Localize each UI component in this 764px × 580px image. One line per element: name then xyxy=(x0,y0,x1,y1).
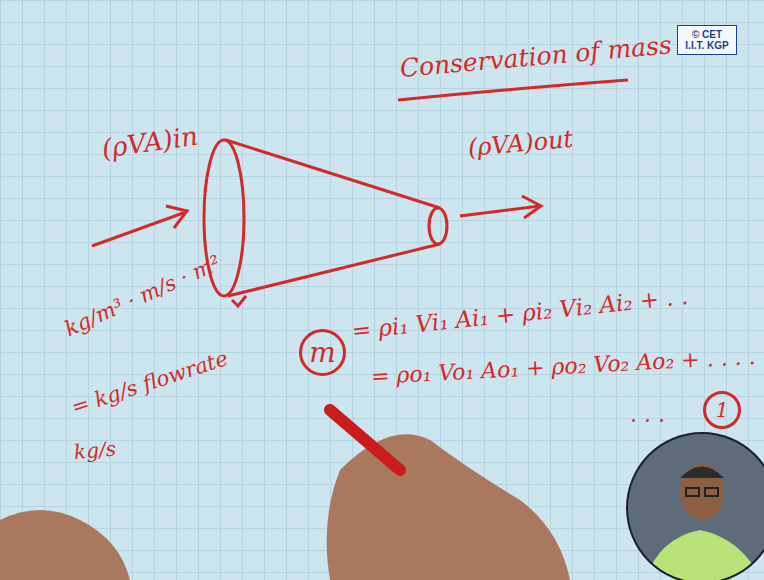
outlet-arrow xyxy=(460,196,541,218)
outlet-flux: (ρVA)out xyxy=(467,125,574,162)
node-text: m xyxy=(309,336,336,369)
video-inset xyxy=(620,430,764,580)
inlet-arrow xyxy=(92,206,187,246)
inlet-flux: (ρVA)in xyxy=(100,121,200,164)
equation-number: 1 xyxy=(703,391,741,429)
outlet-sum: = ρo₁ Vo₁ Ao₁ + ρo₂ Vo₂ Ao₂ + . . . . xyxy=(370,344,756,389)
logo-box: © CET I.I.T. KGP xyxy=(677,25,737,55)
continuation-dots: . . . xyxy=(630,402,665,427)
circled-symbol: m xyxy=(299,329,346,376)
presenter-hands xyxy=(0,410,570,580)
inlet-sum: = ρi₁ Vi₁ Ai₁ + ρi₂ Vi₂ Ai₂ + . . xyxy=(351,283,690,344)
struck-unit: kg/s xyxy=(73,436,117,464)
underline xyxy=(398,80,628,100)
node-text: © CET I.I.T. KGP xyxy=(682,29,732,51)
unit-result: = kg/s flowrate xyxy=(68,346,230,419)
unit-product: kg/m³ · m/s · m² xyxy=(61,251,224,341)
slide-title: Conservation of mass xyxy=(399,30,673,83)
nozzle xyxy=(204,140,447,306)
node-text: 1 xyxy=(716,398,729,422)
